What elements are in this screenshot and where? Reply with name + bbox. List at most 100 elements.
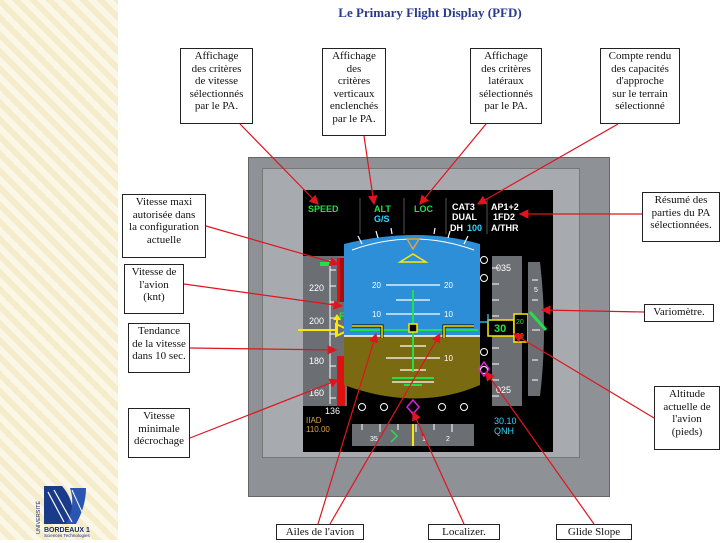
localizer-scale bbox=[358, 403, 468, 411]
callout-line: Glide Slope bbox=[567, 526, 621, 538]
mach-label: IIAD bbox=[306, 416, 322, 425]
fma-fd: 1FD2 bbox=[493, 212, 515, 222]
callout-line: Tendance bbox=[138, 325, 180, 337]
pitch-label-20-right: 20 bbox=[444, 281, 453, 290]
mach-value: 110.00 bbox=[306, 425, 330, 434]
alt-tick-035: 035 bbox=[496, 263, 511, 273]
callout-line: des capacités bbox=[611, 62, 669, 75]
speed-tick-200: 200 bbox=[309, 316, 324, 326]
callout-line: de la vitesse bbox=[132, 337, 186, 350]
speed-marker-f: F bbox=[339, 311, 345, 321]
callout-line: verticaux bbox=[333, 87, 375, 100]
callout-line: (knt) bbox=[143, 291, 165, 303]
callout-line: Affichage bbox=[194, 50, 239, 62]
callout-line: par le PA. bbox=[194, 100, 239, 112]
callout-line: sélectionnés bbox=[189, 87, 244, 100]
callout-line: la configuration bbox=[129, 221, 199, 233]
callout-line: des critères bbox=[481, 62, 531, 75]
alt-readout: 30 bbox=[494, 323, 506, 335]
vs-tick-5: 5 bbox=[534, 287, 538, 294]
fma-gs: G/S bbox=[374, 214, 390, 224]
speed-tick-160: 160 bbox=[309, 388, 324, 398]
pitch-label-20-left: 20 bbox=[372, 281, 381, 290]
heading-tape: 35 1 2 + bbox=[352, 424, 474, 446]
callout-line: par le PA. bbox=[332, 112, 376, 125]
callout-line: par le PA. bbox=[484, 100, 528, 112]
callout-line: Affichage bbox=[484, 50, 528, 62]
callout-line: minimale bbox=[138, 422, 180, 435]
speed-bottom-136: 136 bbox=[325, 406, 340, 416]
page-title: Le Primary Flight Display (PFD) bbox=[338, 5, 522, 20]
callout-line: des critères bbox=[191, 62, 242, 75]
callout-line: Vitesse bbox=[143, 410, 175, 422]
callout-line: des bbox=[346, 62, 362, 75]
callout-line: Compte rendu bbox=[608, 50, 672, 62]
fma-dh-label: DH bbox=[450, 223, 463, 233]
heading-tick-1: 1 bbox=[422, 436, 426, 443]
fma-dual: DUAL bbox=[452, 212, 477, 222]
callout-line: dans 10 sec. bbox=[132, 350, 186, 362]
baro-label: QNH bbox=[494, 426, 514, 436]
roll-pointer bbox=[405, 238, 421, 251]
fma-cat: CAT3 bbox=[452, 202, 475, 212]
altitude-tape: 035 025 30 20 00 bbox=[480, 256, 529, 406]
callout-line: enclenchés bbox=[329, 100, 379, 112]
fma-loc: LOC bbox=[414, 204, 433, 214]
callout-line: sélectionnés bbox=[479, 87, 533, 100]
callout-line: parties du PA bbox=[651, 206, 711, 219]
alt-tick-025: 025 bbox=[496, 385, 511, 395]
callout-line: décrochage bbox=[133, 435, 185, 447]
svg-text:+: + bbox=[420, 430, 425, 440]
callout-line: l'avion bbox=[139, 278, 169, 291]
callout-variometer: Variomètre. bbox=[644, 304, 714, 322]
callout-line: de vitesse bbox=[194, 75, 239, 87]
callout-line: sur le terrain bbox=[612, 87, 668, 100]
callout-line: autorisée dans bbox=[132, 208, 196, 221]
logo-name: BORDEAUX 1 bbox=[44, 527, 90, 534]
callout-line: Ailes de l'avion bbox=[285, 526, 355, 538]
fma-athr: A/THR bbox=[491, 223, 519, 233]
logo-vertical-text: UNIVERSITÉ bbox=[35, 501, 42, 534]
fma-ap: AP1+2 bbox=[491, 202, 519, 212]
callout-line: Affichage bbox=[332, 50, 376, 62]
speed-tape: 220 200 180 160 F 136 IIAD 110.00 bbox=[298, 256, 352, 434]
decorative-left-band bbox=[0, 0, 118, 540]
speed-tick-220: 220 bbox=[309, 283, 324, 293]
callout-line: actuelle de bbox=[663, 400, 711, 413]
logo-graphic: UNIVERSITÉ BORDEAUX 1 Sciences Technolog… bbox=[35, 486, 90, 538]
callout-line: sélectionnées. bbox=[650, 219, 712, 231]
callout-line: Altitude bbox=[668, 388, 706, 400]
heading-tick-35: 35 bbox=[370, 436, 378, 443]
pitch-label-10-right: 10 bbox=[444, 310, 453, 319]
callout-line: critères bbox=[337, 75, 371, 87]
baro-value: 30.10 bbox=[494, 416, 517, 426]
heading-tick-2: 2 bbox=[446, 436, 450, 443]
attitude-indicator: 20 20 10 10 10 bbox=[344, 235, 480, 399]
callout-line: actuelle bbox=[146, 233, 182, 246]
callout-line: Vitesse de bbox=[131, 266, 177, 278]
callout-line: Vitesse maxi bbox=[135, 196, 193, 208]
pitch-label-10-left: 10 bbox=[372, 310, 381, 319]
fma-speed: SPEED bbox=[308, 204, 339, 214]
callout-line: sélectionné bbox=[615, 100, 665, 112]
callout-line: Résumé des bbox=[654, 194, 708, 206]
callout-line: Variomètre. bbox=[653, 306, 705, 318]
callout-line: latéraux bbox=[488, 75, 524, 87]
speed-tick-180: 180 bbox=[309, 356, 324, 366]
university-logo: UNIVERSITÉ BORDEAUX 1 Sciences Technolog… bbox=[26, 482, 116, 538]
fma-alt: ALT bbox=[374, 204, 391, 214]
variometer: 5 bbox=[528, 262, 548, 396]
logo-sub: Sciences Technologies bbox=[44, 533, 90, 538]
